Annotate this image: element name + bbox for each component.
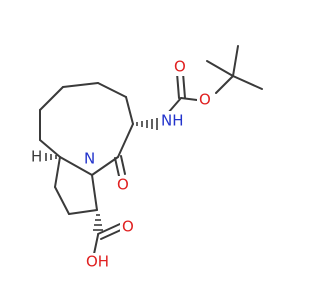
molecule-drawing: NH O O N O H O OH bbox=[30, 45, 263, 271]
atom-h: H bbox=[30, 148, 44, 166]
atom-o-carbamate-carbonyl: O bbox=[172, 58, 188, 76]
nh-label: NH bbox=[161, 112, 184, 130]
bond-acid-co-b bbox=[100, 228, 124, 240]
bond-o-carbonylc bbox=[180, 97, 198, 101]
bond-lactam-co-a bbox=[114, 157, 120, 177]
bond-ring5-3 bbox=[68, 209, 98, 215]
atom-o-carbamate-ether: O bbox=[197, 90, 213, 109]
atom-n-ring: N bbox=[82, 150, 98, 168]
bond-acid-co-a bbox=[97, 223, 121, 235]
bond-tbu-o bbox=[215, 75, 234, 94]
bond-lactam-co-b bbox=[120, 155, 126, 175]
bond-ring8-9 bbox=[117, 123, 134, 158]
o-carbonyl-label: O bbox=[174, 58, 186, 76]
atom-o-acid-carbonyl: O bbox=[120, 218, 136, 236]
bond-co-double-b bbox=[182, 72, 186, 99]
hashed-wedge-alpha-nh bbox=[136, 118, 158, 130]
o-lactam-label: O bbox=[117, 176, 129, 194]
oh-label: OH bbox=[86, 253, 109, 271]
n-ring-label: N bbox=[84, 150, 95, 168]
o-ether-label: O bbox=[199, 91, 211, 109]
atom-nh: NH bbox=[159, 111, 185, 130]
bond-ring5-2 bbox=[54, 186, 70, 215]
structure-canvas: NH O O N O H O OH bbox=[30, 45, 263, 271]
atom-oh: OH bbox=[84, 253, 112, 271]
atom-o-lactam: O bbox=[115, 176, 131, 194]
bond-acid-c-oh bbox=[93, 234, 99, 255]
bond-ring8-7 bbox=[59, 156, 93, 176]
bond-ring8-2 bbox=[97, 82, 127, 98]
h-label: H bbox=[31, 148, 42, 166]
bond-ring5-1 bbox=[54, 156, 61, 188]
bond-tbu-me3 bbox=[232, 45, 239, 77]
bond-co-double-a bbox=[176, 72, 180, 99]
bond-ring8-3 bbox=[62, 82, 99, 88]
bond-tbu-me2 bbox=[232, 75, 263, 90]
bond-carbonylc-n bbox=[167, 97, 182, 114]
bond-ring8-6 bbox=[39, 139, 61, 158]
bond-ring8-4 bbox=[39, 86, 64, 111]
bond-ring5-4 bbox=[91, 174, 98, 211]
hashed-wedge-h bbox=[45, 153, 57, 161]
hashed-wedge-cooh bbox=[93, 214, 103, 231]
o-acid-carbonyl-label: O bbox=[122, 218, 134, 236]
bond-ring8-8 bbox=[91, 156, 119, 176]
bond-tbu-me1 bbox=[206, 60, 234, 77]
bond-ring8-1 bbox=[125, 96, 134, 125]
